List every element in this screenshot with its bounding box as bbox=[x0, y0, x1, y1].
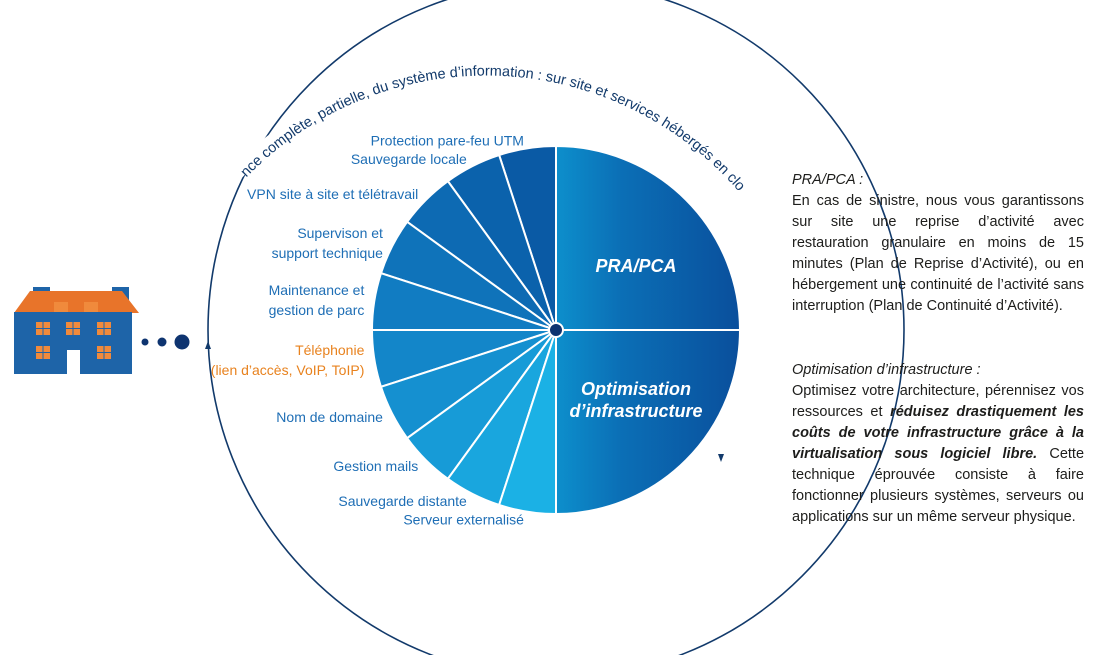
pie-label-sauvegarde-locale: Sauvegarde locale bbox=[351, 151, 467, 167]
outer-ring bbox=[207, 0, 905, 655]
optimisation-body-rest: Cette technique éprouvée consiste à fair… bbox=[792, 446, 1085, 525]
pra-pca-description: PRA/PCA : En cas de sinistre, nous vous … bbox=[792, 170, 1084, 317]
house-icon bbox=[14, 287, 139, 374]
pie-label-nom-de-domaine: Nom de domaine bbox=[276, 409, 383, 425]
optimisation-body: Optimisez votre architecture, pérennisez… bbox=[792, 381, 1084, 528]
ring-arrow-left-icon bbox=[205, 341, 211, 349]
pie-segment-serveur-externalise bbox=[497, 329, 557, 516]
pie-label-sauvegarde-distante: Sauvegarde distante bbox=[338, 493, 467, 509]
connector-dots-icon bbox=[141, 334, 190, 350]
pie-chart bbox=[370, 144, 742, 516]
optimisation-description: Optimisation d’infrastructure : Optimise… bbox=[792, 360, 1084, 528]
pie-label-protection-pare-feu-utm: Protection pare-feu UTM bbox=[371, 132, 524, 148]
pie-label-pra-pca: PRA/PCA bbox=[595, 256, 676, 276]
optimisation-body-intro: Optimisez votre architecture, pérennisez… bbox=[792, 383, 1084, 420]
pra-pca-title: PRA/PCA : bbox=[792, 172, 864, 188]
pie-label-vpn-site-a-site-et-teletravail: VPN site à site et télétravail bbox=[247, 186, 418, 202]
optimisation-title: Optimisation d’infrastructure : bbox=[792, 362, 981, 378]
pie-label-serveur-externalise: Serveur externalisé bbox=[403, 512, 524, 528]
pie-label-telephonie-lien-d-acces-voip-toip: Téléphonie(lien d’accès, VoIP, ToIP) bbox=[211, 342, 365, 378]
pie-label-gestion-mails: Gestion mails bbox=[333, 458, 418, 474]
pie-segment-pra-pca bbox=[555, 144, 742, 331]
ring-arrow-right-icon bbox=[718, 454, 724, 462]
pie-center-dot bbox=[548, 322, 564, 338]
pra-pca-body: En cas de sinistre, nous vous garantisso… bbox=[792, 193, 1084, 314]
optimisation-body-emphasis: réduisez drastiquement les coûts de votr… bbox=[792, 404, 1084, 462]
pie-segment-optimisation-d-infrastructure bbox=[555, 329, 742, 516]
